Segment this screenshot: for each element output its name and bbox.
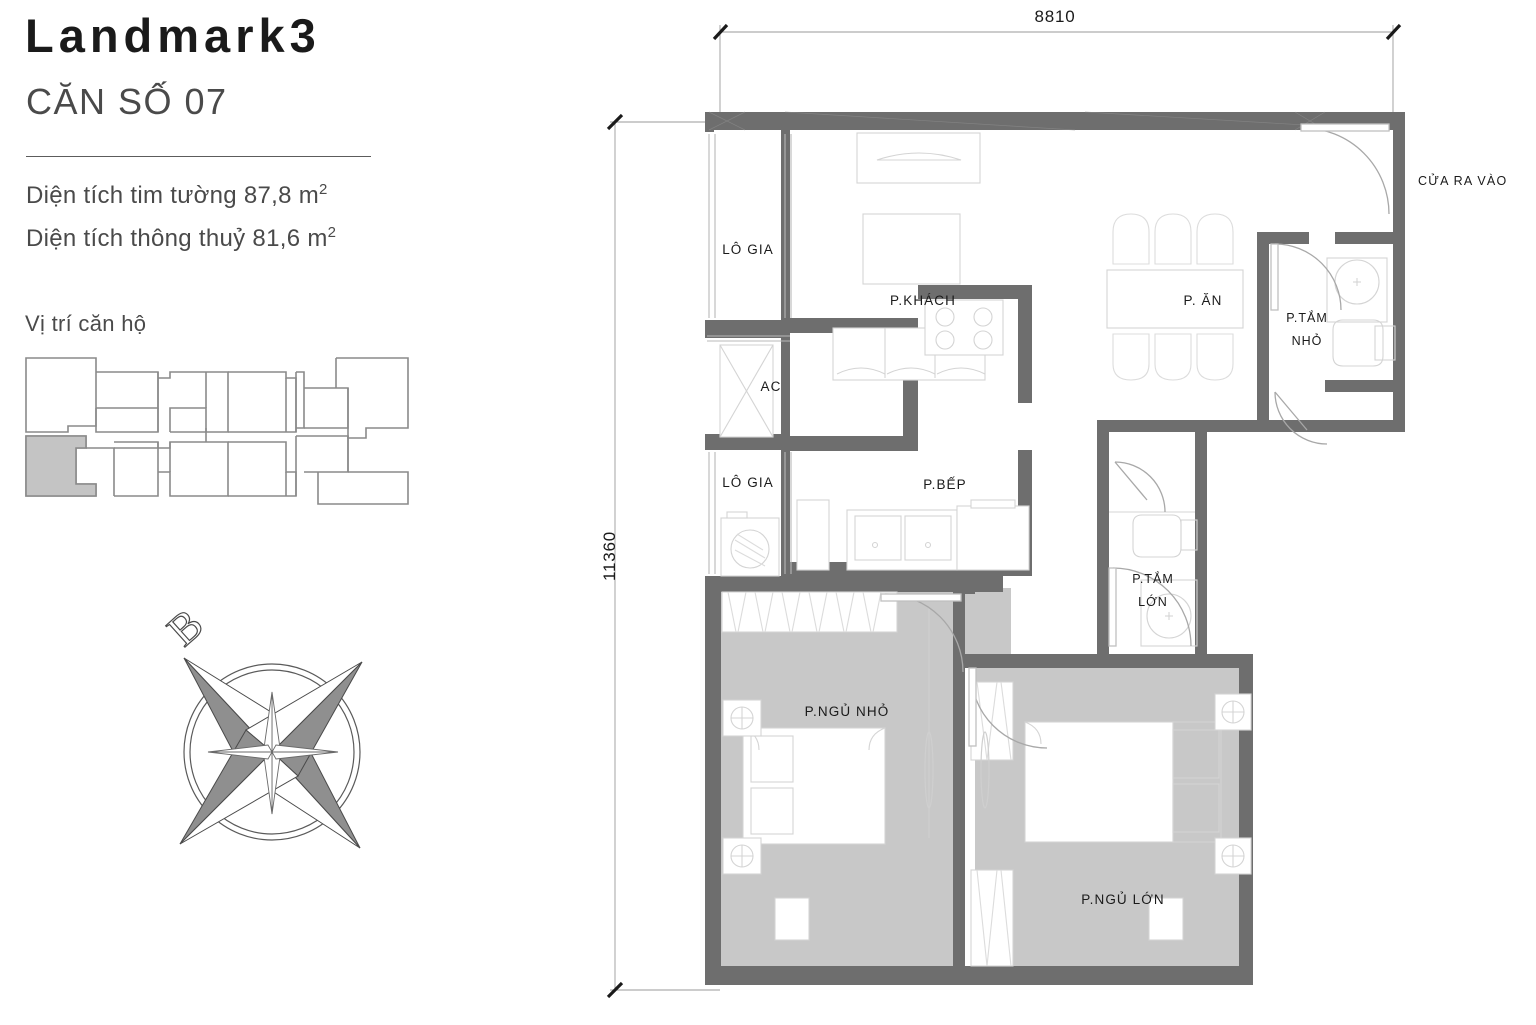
dimension-ticks [606,23,1402,999]
room-label-bath-small-line1: P.TẮM [1286,310,1328,325]
compass-circles [183,663,361,841]
floor-plan-drawing: 8810 11360 [585,0,1536,1025]
compass-north-label: B [158,600,213,655]
area-net-row: Diện tích thông thuỷ 81,6 m2 [26,225,336,251]
room-label-loggia-bottom: LÔ GIA [722,475,774,490]
entrance-door-label: CỬA RA VÀO [1418,173,1507,188]
unit-position-diagram [25,357,409,505]
highlighted-unit [25,435,97,497]
compass-rose: B [157,600,363,849]
compass-star-minor [207,691,339,815]
wardrobe-handles [924,608,990,838]
room-label-bath-small-line2: NHỎ [1292,333,1323,348]
room-label-ac: AC [761,379,782,394]
walls [705,112,1405,985]
room-label-loggia-top: LÔ GIA [722,242,774,257]
dimension-width-label: 8810 [1034,7,1075,26]
room-label-dining: P. ĂN [1183,293,1222,308]
dimension-height-label: 11360 [600,531,619,581]
room-label-kitchen: P.BẾP [923,477,967,492]
room-label-bedroom-small: P.NGỦ NHỎ [805,704,890,719]
doors [880,123,1390,749]
area-net-superscript: 2 [327,224,337,241]
area-gross-text: Diện tích tim tường 87,8 m [26,182,320,209]
info-panel: Landmark3 CĂN SỐ 07 Diện tích tim tường … [0,0,600,1025]
area-gross-superscript: 2 [319,181,328,198]
room-label-bath-large-line1: P.TẮM [1132,571,1174,586]
position-label: Vị trí căn hộ [25,311,147,336]
floor-plan-svg: 8810 11360 [600,7,1507,999]
area-net-text: Diện tích thông thuỷ 81,6 m [26,225,328,252]
unit-subtitle: CĂN SỐ 07 [26,81,228,122]
furniture [719,132,1396,967]
area-gross-row: Diện tích tim tường 87,8 m2 [26,182,328,208]
title-divider [26,156,371,157]
room-label-bedroom-large: P.NGỦ LỚN [1081,892,1165,907]
room-label-living: P.KHÁCH [890,293,956,308]
page-title: Landmark3 [25,9,321,62]
glazing [707,134,792,574]
room-label-bath-large-line2: LỚN [1138,594,1168,609]
